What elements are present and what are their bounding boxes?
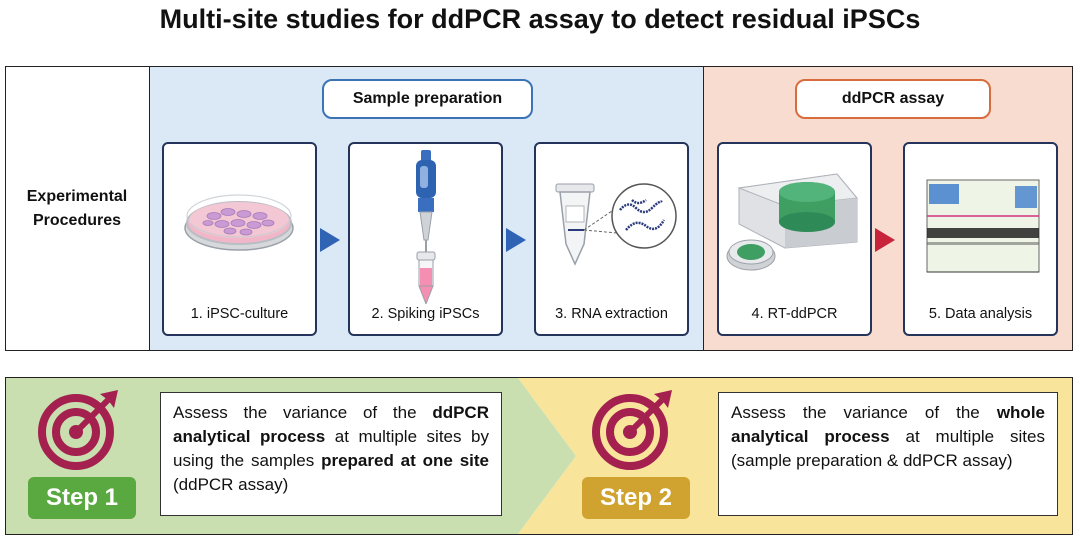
step-label-3: 3. RNA extraction (555, 306, 668, 322)
step-card-rt-ddpcr: 4. RT-ddPCR (717, 142, 872, 336)
arrow-right-icon (875, 228, 895, 252)
step-1-description: Assess the variance of the ddPCR analyti… (160, 392, 502, 516)
petri-dish-icon (184, 194, 294, 251)
row-label: Experimental Procedures (5, 66, 150, 351)
step-card-data-analysis: 5. Data analysis (903, 142, 1058, 336)
sample-preparation-label: Sample preparation (322, 79, 533, 119)
step-1-bold-text: prepared at one site (321, 451, 489, 470)
step-card-spiking-ipscs: 2. Spiking iPSCs (348, 142, 503, 336)
step-label-4: 4. RT-ddPCR (751, 306, 838, 322)
step-1-badge: Step 1 (28, 477, 136, 519)
scatter-plot-icon (926, 179, 1040, 273)
step-2-text: Assess the variance of the (731, 403, 997, 422)
ddpcr-assay-label: ddPCR assay (795, 79, 991, 119)
step-card-rna-extraction: 3. RNA extraction (534, 142, 689, 336)
step-1-text: at multiple sites by using the samples (173, 427, 489, 470)
step-2-text: at multiple sites (sample preparation & … (731, 427, 1045, 470)
ddpcr-machine-icon (726, 173, 858, 271)
row-label-line1: Experimental (26, 187, 128, 205)
arrow-right-icon (506, 228, 526, 252)
step-2-bold-text: whole analytical process (731, 403, 1045, 446)
step-1-text: (ddPCR assay) (173, 475, 289, 494)
step-label-2: 2. Spiking iPSCs (371, 306, 480, 322)
step-1-text: Assess the variance of the (173, 403, 433, 422)
procedure-frame (5, 66, 1073, 351)
step-2-description: Assess the variance of the whole analyti… (718, 392, 1058, 516)
step-2-badge: Step 2 (582, 477, 690, 519)
step-1-bold-text: ddPCR analytical process (173, 403, 489, 446)
target-icon (592, 390, 672, 470)
pipette-tube-icon (416, 150, 436, 304)
figure-title: Multi-site studies for ddPCR assay to de… (159, 4, 921, 34)
arrow-right-icon (320, 228, 340, 252)
step-label-1: 1. iPSC-culture (190, 306, 289, 322)
rna-tube-icon (555, 183, 677, 266)
step-label-5: 5. Data analysis (928, 306, 1033, 322)
step-card-ipsc-culture: 1. iPSC-culture (162, 142, 317, 336)
row-label-line2: Procedures (32, 211, 122, 229)
target-icon (38, 390, 118, 470)
